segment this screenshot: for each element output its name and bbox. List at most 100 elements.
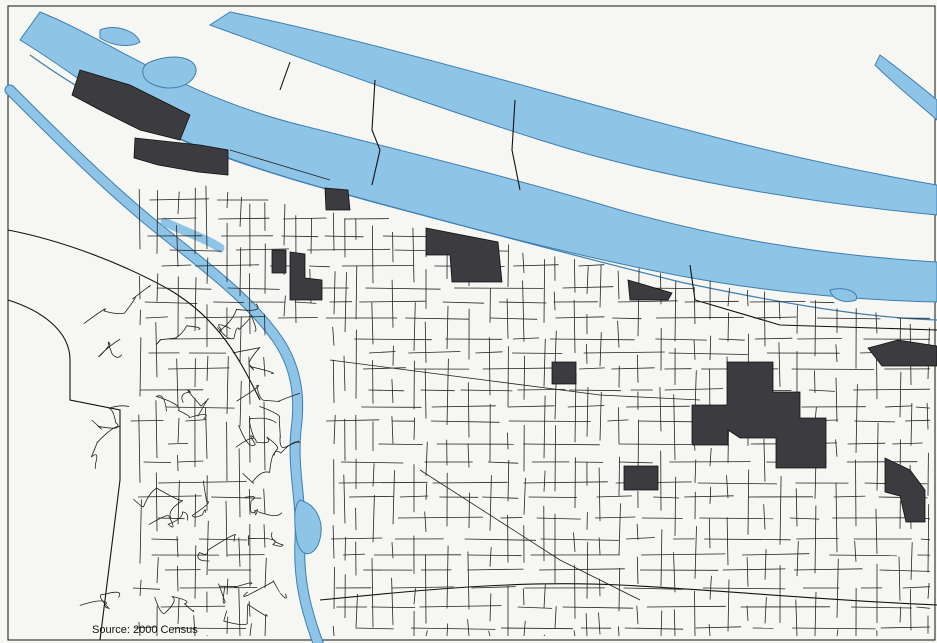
tract-boundary — [249, 623, 252, 637]
tract-boundary — [699, 517, 774, 520]
tract-boundary — [236, 248, 290, 251]
tract-boundary — [155, 472, 158, 532]
tract-boundary — [467, 382, 470, 438]
tract-boundary — [391, 586, 454, 589]
tract-boundary — [239, 380, 242, 427]
tract-boundary — [709, 335, 712, 361]
ross-island — [294, 499, 322, 555]
tract-boundary — [468, 492, 470, 529]
tract-boundary — [247, 532, 284, 547]
tract-boundary — [809, 389, 835, 392]
tract-boundary — [899, 371, 902, 418]
tract-boundary — [540, 538, 619, 541]
tract-boundary — [206, 520, 209, 576]
tract-boundary — [522, 252, 525, 274]
tract-boundary — [668, 352, 748, 355]
tract-boundary — [368, 351, 396, 354]
tract-boundary — [926, 402, 929, 430]
tract-boundary — [236, 384, 301, 402]
tract-boundary — [555, 316, 605, 319]
tract-boundary — [523, 620, 526, 637]
tract-boundary — [355, 627, 394, 630]
tract-boundary — [646, 605, 726, 608]
tract-boundary — [543, 338, 546, 387]
tract-boundary — [138, 189, 141, 250]
tract-boundary — [814, 300, 816, 357]
tract-boundary — [655, 338, 707, 341]
tract-boundary — [586, 344, 588, 364]
tract-boundary — [673, 609, 676, 637]
tract-boundary — [391, 416, 394, 444]
tract-boundary — [795, 599, 798, 637]
tract-boundary — [754, 337, 793, 340]
tract-boundary — [791, 368, 875, 370]
east-pond — [829, 288, 858, 303]
tract-boundary — [424, 511, 427, 532]
tract-boundary — [693, 287, 696, 325]
tract-boundary — [467, 551, 470, 610]
tract-boundary — [507, 459, 510, 502]
tract-boundary — [166, 406, 235, 409]
tract-boundary — [332, 525, 335, 559]
tract-boundary — [391, 279, 394, 328]
tract-boundary — [229, 149, 331, 181]
tract-boundary — [599, 332, 602, 367]
tract-boundary — [836, 558, 839, 618]
tract-boundary — [636, 605, 639, 625]
tract-boundary — [814, 591, 817, 637]
tract-boundary — [523, 355, 525, 400]
tract-boundary — [708, 518, 711, 549]
tract-boundary — [875, 312, 878, 334]
tract-boundary — [508, 420, 591, 422]
highlighted-tract — [133, 137, 229, 176]
highlighted-tract — [324, 187, 351, 211]
columbia-river — [19, 11, 937, 321]
tract-boundary — [488, 630, 491, 637]
tract-boundary — [511, 352, 563, 354]
tract-boundary — [151, 538, 179, 541]
tract-boundary — [391, 379, 394, 404]
tract-boundary — [349, 496, 394, 498]
tract-boundary — [372, 463, 375, 487]
tract-boundary — [391, 577, 394, 626]
tract-boundary — [213, 301, 245, 303]
tract-boundary — [702, 587, 786, 590]
tract-boundary — [343, 553, 366, 556]
tract-boundary — [543, 584, 546, 609]
tract-boundary — [176, 358, 179, 407]
tract-boundary — [425, 554, 427, 624]
tract-boundary — [875, 508, 878, 554]
tract-boundary — [248, 601, 251, 617]
tract-boundary — [156, 325, 201, 345]
tract-boundary — [636, 556, 639, 585]
tract-boundary — [264, 557, 267, 589]
tract-boundary — [898, 556, 901, 601]
tract-boundary — [523, 477, 526, 515]
tract-boundary — [554, 425, 556, 492]
tract-boundary — [709, 486, 712, 504]
tract-boundary — [764, 549, 767, 580]
tract-boundary — [283, 203, 286, 246]
tract-boundary — [329, 359, 701, 401]
tract-boundary — [344, 272, 347, 333]
tract-boundary — [816, 317, 881, 320]
tract-boundary — [218, 582, 253, 604]
tract-boundary — [138, 621, 141, 637]
tract-boundary — [184, 316, 265, 319]
tract-boundary — [144, 301, 198, 304]
tract-boundary — [659, 386, 662, 432]
tract-boundary — [726, 475, 729, 499]
tract-boundary — [194, 277, 197, 332]
tract-boundary — [138, 414, 141, 483]
tract-boundary — [156, 557, 159, 584]
tract-boundary — [226, 356, 229, 414]
tract-boundary — [596, 495, 632, 498]
tract-boundary — [522, 588, 525, 606]
tract-boundary — [333, 414, 336, 445]
tract-boundary — [585, 613, 588, 637]
tract-boundary — [177, 191, 180, 215]
tract-boundary — [167, 367, 230, 370]
tract-boundary — [910, 402, 913, 446]
tract-boundary — [718, 338, 745, 341]
